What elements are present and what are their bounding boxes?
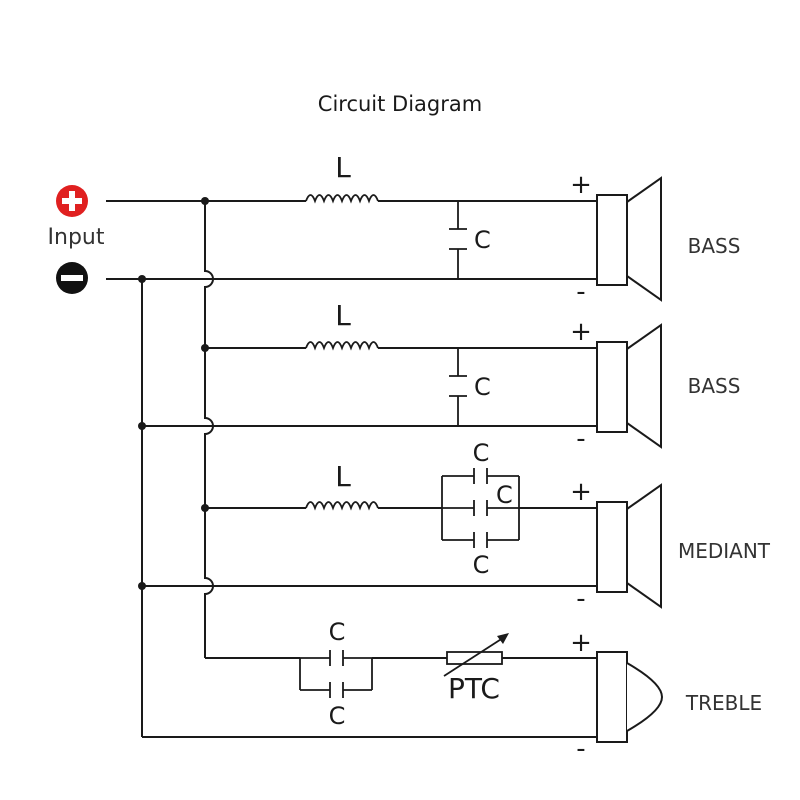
capacitor-label-bottom: C (473, 551, 490, 579)
plus-sign: + (570, 477, 592, 507)
branch-mediant: L C C C + - (142, 439, 771, 614)
inductor-coil (305, 194, 379, 204)
minus-sign: - (576, 734, 585, 764)
input-label: Input (48, 225, 105, 250)
speaker-label: TREBLE (685, 691, 762, 715)
negative-terminal-icon (56, 262, 88, 294)
speaker-icon (596, 483, 662, 609)
plus-sign: + (570, 628, 592, 658)
capacitor-label-top: C (329, 618, 346, 646)
inductor-label: L (335, 151, 351, 184)
inductor-coil (305, 341, 379, 351)
speaker-label: MEDIANT (678, 539, 771, 563)
positive-bus (204, 201, 214, 658)
page-title: Circuit Diagram (318, 92, 482, 116)
capacitor-label: C (474, 226, 491, 254)
speaker-label: BASS (688, 234, 741, 258)
capacitor-label-top: C (473, 439, 490, 467)
inductor-label: L (335, 299, 351, 332)
branch-bass-1: L C + - BASS (142, 151, 740, 307)
capacitor-label: C (474, 373, 491, 401)
minus-sign: - (576, 424, 585, 454)
inductor-label: L (335, 460, 351, 493)
minus-sign: - (576, 277, 585, 307)
capacitor-bank (299, 650, 373, 698)
plus-sign: + (570, 170, 592, 200)
capacitor-bank (441, 468, 520, 548)
speaker-icon (596, 176, 662, 302)
positive-terminal-icon (56, 185, 88, 217)
speaker-icon (596, 323, 662, 449)
inductor-coil (305, 501, 379, 511)
plus-sign: + (570, 317, 592, 347)
capacitor-label-bottom: C (329, 702, 346, 730)
speaker-label: BASS (688, 374, 741, 398)
capacitor (449, 348, 467, 426)
branch-treble: C C PTC + - TREBLE (142, 618, 762, 764)
capacitor-label-middle: C (496, 481, 513, 509)
thermistor-label: PTC (448, 672, 500, 705)
ptc-thermistor-icon (443, 633, 509, 677)
capacitor (449, 201, 467, 279)
branch-bass-2: L C + - BASS (142, 299, 740, 454)
minus-sign: - (576, 584, 585, 614)
tweeter-icon (596, 651, 664, 743)
